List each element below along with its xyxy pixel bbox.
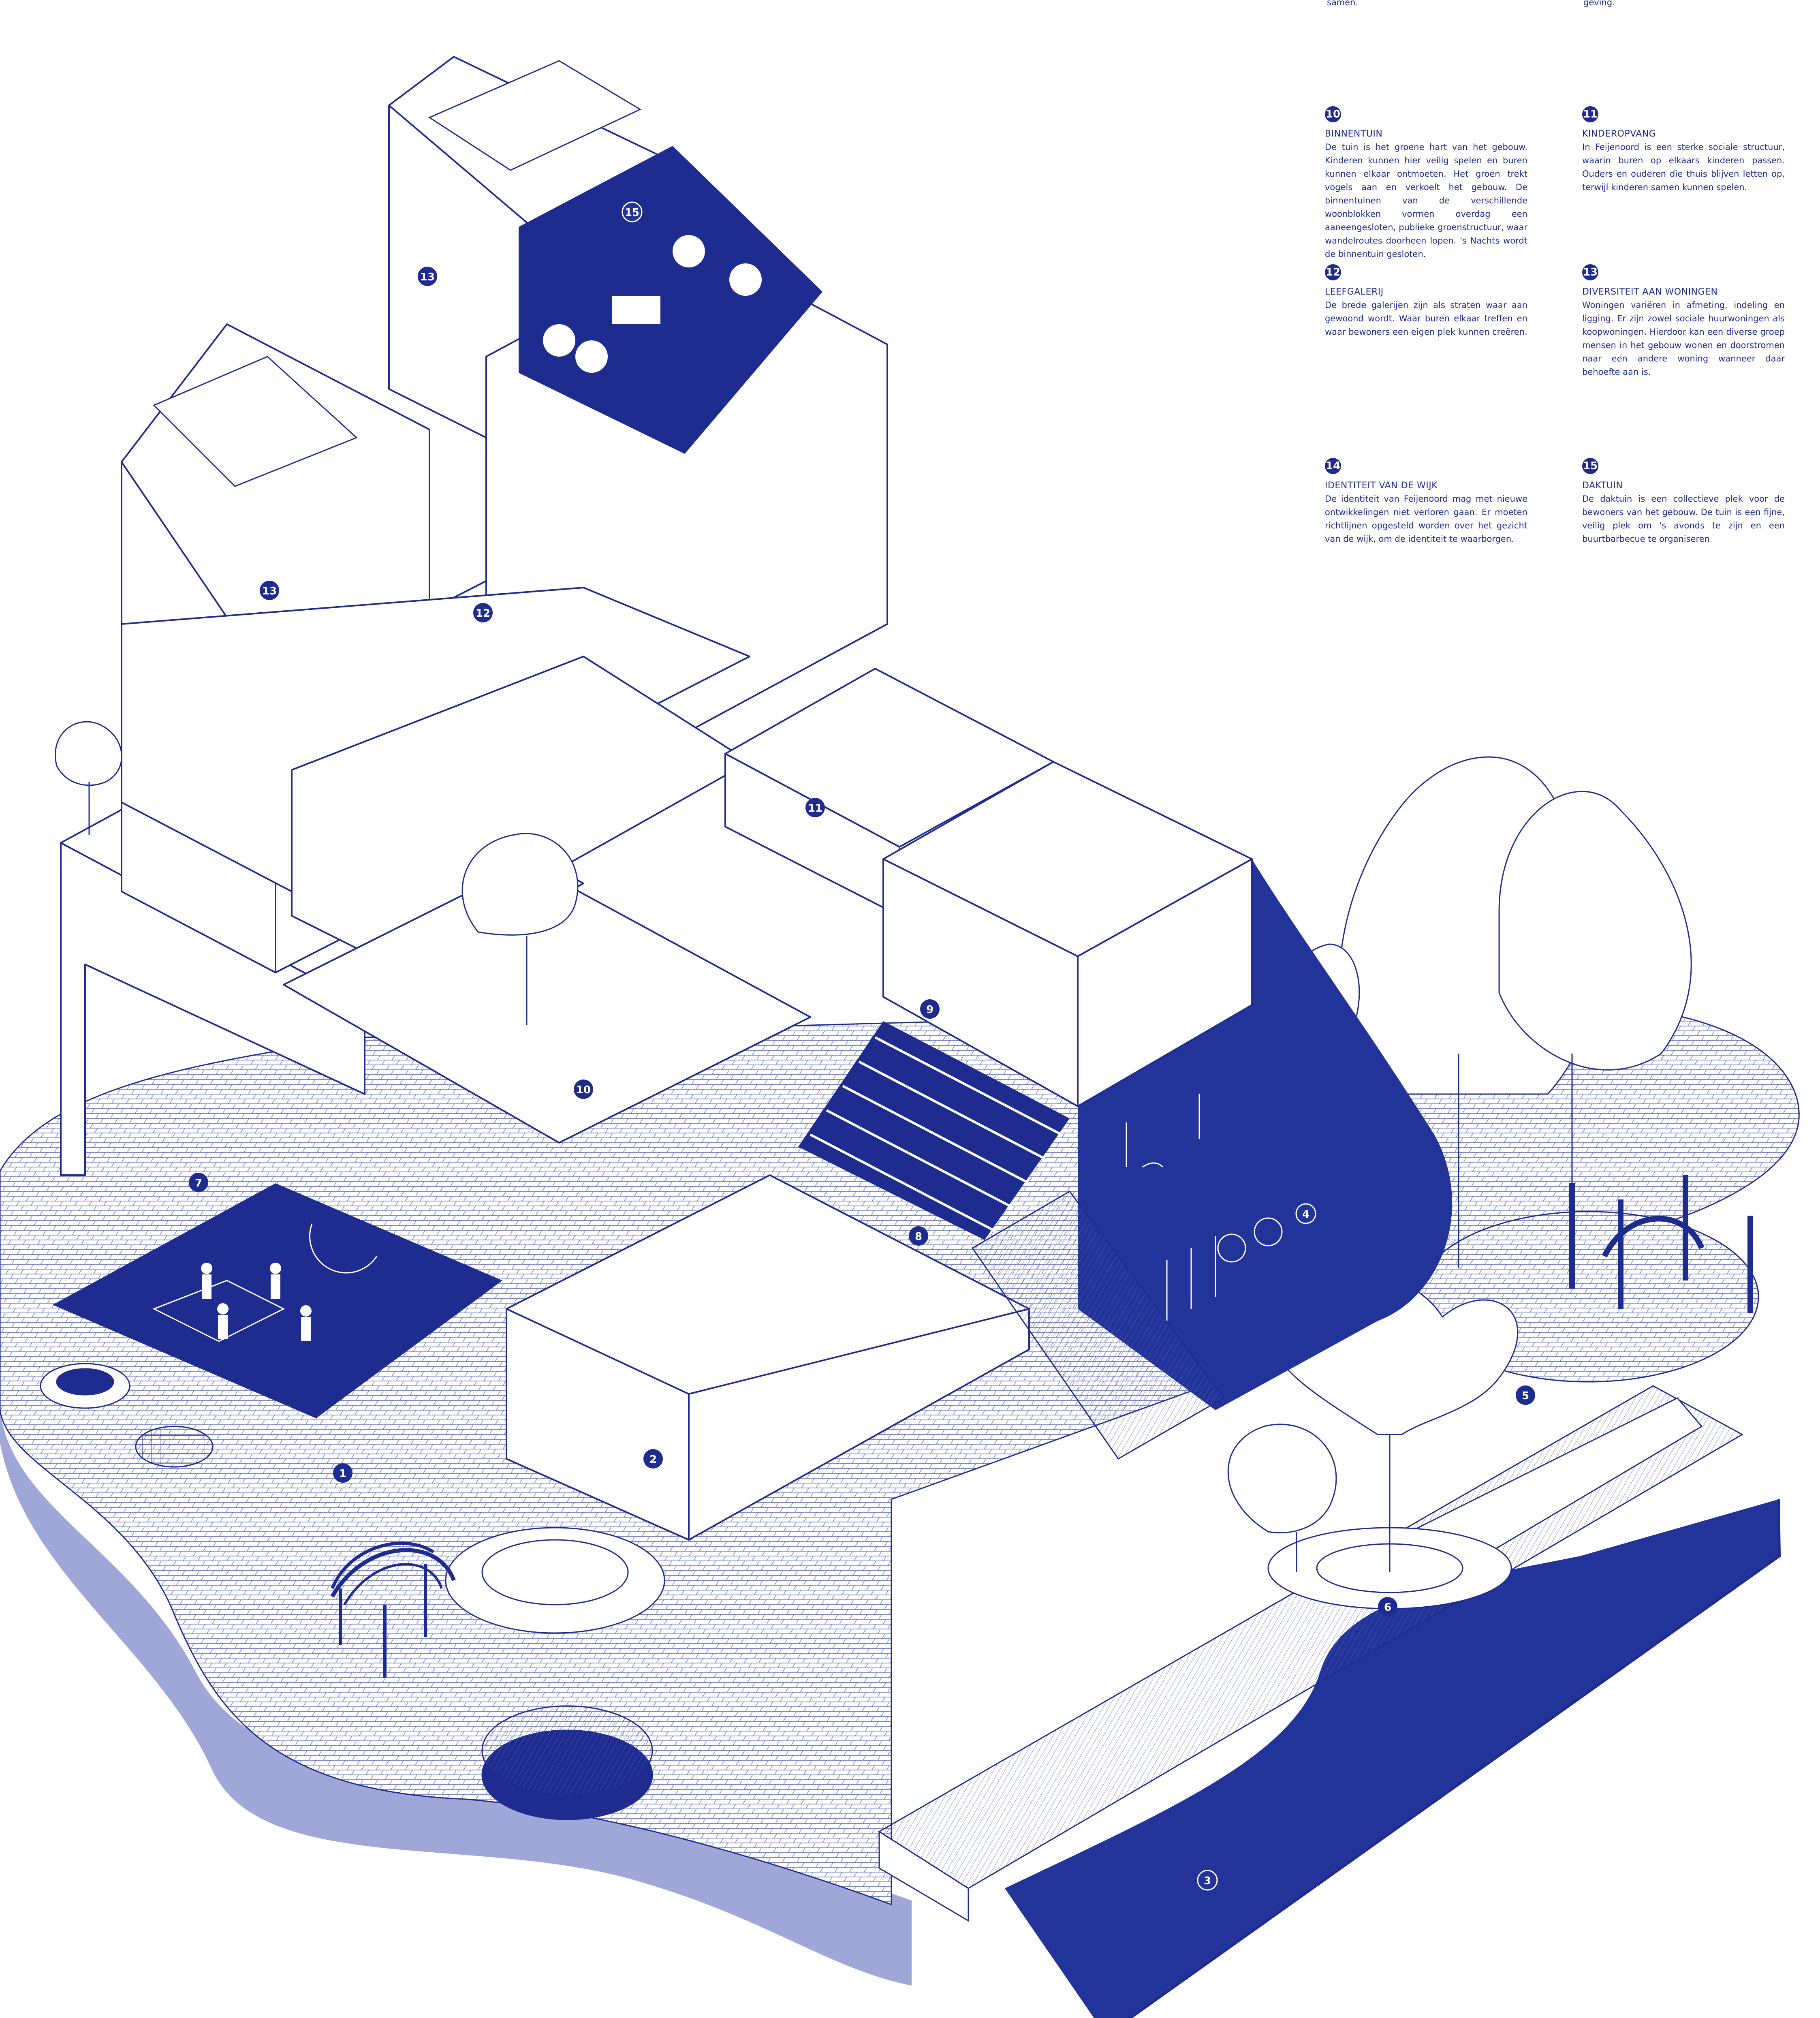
marker-circle: [418, 267, 437, 286]
marker-label: 5: [1522, 1390, 1529, 1402]
marker-label: 7: [195, 1177, 202, 1189]
marker-label: 1: [339, 1468, 346, 1480]
marker-label: 13: [262, 585, 277, 597]
legend-item-11: 11 KINDEROPVANG In Feijenoord is een ste…: [1582, 106, 1785, 194]
legend-item-15: 15 DAKTUIN De daktuin is een collectieve…: [1582, 458, 1785, 546]
legend-title: BINNENTUIN: [1325, 129, 1383, 139]
grand-stair: [798, 1021, 1225, 1460]
legend-text: De daktuin is een collectieve plek voor …: [1582, 494, 1785, 544]
legend-title: LEEFGALERIJ: [1325, 287, 1384, 297]
bike-shelter: [1078, 859, 1453, 1410]
pergola: [331, 1541, 435, 1678]
marker-circle: [622, 201, 643, 222]
marker-label: 8: [915, 1231, 922, 1243]
legend-number: 10: [1325, 106, 1341, 122]
marker-circle: [1516, 1385, 1535, 1405]
football-court: [53, 1183, 502, 1418]
marker-circle: [805, 798, 825, 817]
legend-text: De brede galerijen zijn als straten waar…: [1325, 300, 1527, 337]
marker-label: 11: [808, 802, 822, 814]
legend-text: In Feijenoord is een sterke sociale stru…: [1582, 142, 1785, 192]
legend-number: 12: [1325, 264, 1341, 280]
marker-circle: [920, 999, 940, 1019]
marker-label: 12: [476, 607, 490, 620]
marker-circle: [189, 1173, 208, 1192]
legend-number: 13: [1582, 264, 1598, 280]
marker-label: 2: [649, 1454, 657, 1466]
plaza-objects: [40, 1363, 665, 1820]
legend-text: De identiteit van Feijenoord mag met nie…: [1325, 494, 1527, 544]
marker-circle: [574, 1080, 593, 1099]
marker-circle: [1197, 1870, 1218, 1891]
boardwalk: [878, 1385, 1744, 1922]
legend-text: De tuin is het groene hart van het gebou…: [1325, 142, 1527, 259]
legend-text: Woningen variëren in afmeting, indeling …: [1582, 300, 1785, 377]
marker-circle: [643, 1449, 663, 1469]
text-fragment: samen.: [1327, 0, 1359, 7]
roof-garden: [519, 146, 822, 454]
marker-label: 10: [576, 1084, 591, 1096]
legend-title: DIVERSITEIT AAN WONINGEN: [1582, 287, 1718, 297]
legend-item-12: 12 LEEFGALERIJ De brede galerijen zijn a…: [1325, 264, 1527, 339]
marker-label: 13: [420, 271, 435, 283]
legend-item-13: 13 DIVERSITEIT AAN WONINGEN Woningen var…: [1582, 264, 1785, 379]
marker-circle: [909, 1226, 928, 1246]
marker-circle: [333, 1463, 352, 1483]
marker-label: 9: [926, 1004, 933, 1016]
legend-number: 11: [1582, 106, 1598, 122]
legend-item-10: 10 BINNENTUIN De tuin is het groene hart…: [1325, 106, 1527, 261]
legend-title: IDENTITEIT VAN DE WIJK: [1325, 481, 1438, 491]
canal: [1005, 1499, 1781, 2018]
trees-left: [55, 721, 1337, 1572]
marker-circle: [260, 581, 279, 600]
marker-circle: [473, 603, 493, 622]
legend-title: DAKTUIN: [1582, 481, 1623, 491]
marker-label: 3: [1204, 1875, 1211, 1887]
marker-circle: [1295, 1203, 1316, 1224]
legend-number: 14: [1325, 458, 1341, 474]
marker-label: 4: [1302, 1208, 1309, 1221]
text-fragment: geving.: [1583, 0, 1615, 7]
skylights: [153, 60, 642, 487]
marker-circle: [1378, 1597, 1397, 1616]
marker-label: 6: [1384, 1601, 1391, 1614]
legend-title: KINDEROPVANG: [1582, 129, 1656, 139]
legend-number: 15: [1582, 458, 1598, 474]
legend-item-14: 14 IDENTITEIT VAN DE WIJK De identiteit …: [1325, 458, 1527, 546]
marker-label: 15: [625, 207, 639, 219]
